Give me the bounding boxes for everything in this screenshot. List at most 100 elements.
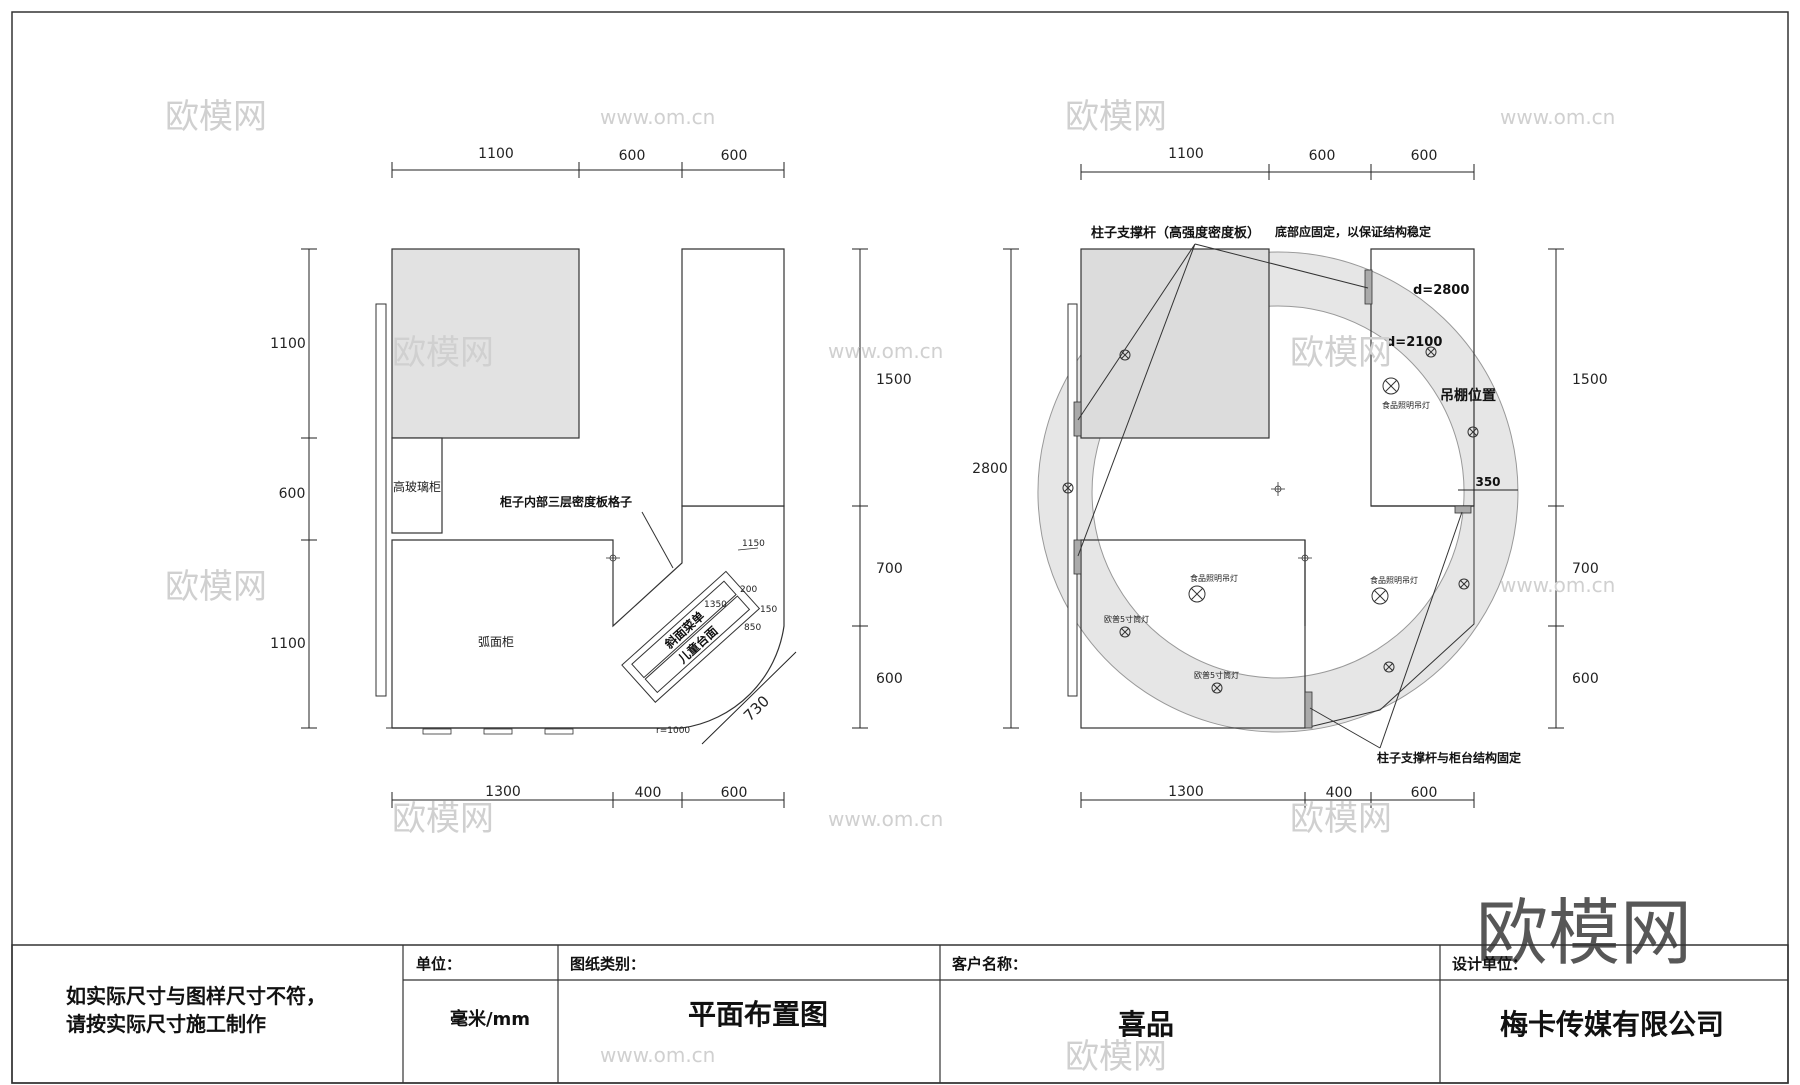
pillar-leader-lines bbox=[1077, 243, 1463, 749]
shelf-note: 柜子内部三层密度板格子 bbox=[499, 494, 632, 509]
left-plan: 1100 600 600 1300 400 600 1100 600 1100 bbox=[270, 146, 912, 808]
spot-light-label-1: 欧普5寸筒灯 bbox=[1104, 614, 1149, 624]
right-top-dimension bbox=[1080, 164, 1475, 180]
food-light-label-1: 食品照明吊灯 bbox=[1382, 400, 1430, 410]
right-left-dimension bbox=[1003, 248, 1019, 729]
left-right-dim-2: 700 bbox=[876, 561, 903, 577]
unit-label: 单位： bbox=[416, 955, 461, 973]
designer-value: 梅卡传媒有限公司 bbox=[1500, 1008, 1724, 1041]
dim-1350: 1350 bbox=[704, 600, 727, 610]
watermark-brand: 欧模网 bbox=[1065, 97, 1167, 137]
left-right-cabinet bbox=[681, 248, 785, 507]
left-right-dim-3: 600 bbox=[876, 671, 903, 687]
right-right-dim-2: 700 bbox=[1572, 561, 1599, 577]
right-bottom-dim-3: 600 bbox=[1411, 785, 1438, 801]
category-value: 平面布置图 bbox=[688, 998, 828, 1031]
right-top-dim-2: 600 bbox=[1309, 148, 1336, 164]
left-top-dim-1: 1100 bbox=[478, 146, 514, 162]
right-bottom-dim-2: 400 bbox=[1326, 785, 1353, 801]
tall-glass-cabinet bbox=[391, 437, 443, 534]
dim-730-line bbox=[701, 651, 797, 745]
pillar-post bbox=[1073, 401, 1082, 437]
right-gray-cabinet bbox=[1080, 248, 1270, 439]
left-side-dim-2: 600 bbox=[279, 486, 306, 502]
base-foot bbox=[483, 728, 513, 735]
dim-850: 850 bbox=[744, 623, 761, 633]
watermark-brand: 欧模网 bbox=[1065, 1037, 1167, 1077]
client-label: 客户名称： bbox=[951, 955, 1027, 973]
dim-200: 200 bbox=[740, 585, 757, 595]
right-left-dim: 2800 bbox=[972, 461, 1008, 477]
left-right-dimension bbox=[852, 248, 868, 729]
ceiling-label: 吊棚位置 bbox=[1440, 387, 1496, 404]
watermarks: 欧模网 www.om.cn 欧模网 www.om.cn 欧模网 www.om.c… bbox=[165, 97, 1692, 1077]
watermark-brand: 欧模网 bbox=[1290, 333, 1392, 373]
left-top-dim-3: 600 bbox=[721, 148, 748, 164]
watermark-url: www.om.cn bbox=[1500, 105, 1615, 129]
watermark-url: www.om.cn bbox=[600, 1043, 715, 1067]
designer-label: 设计单位： bbox=[1452, 955, 1527, 973]
watermark-url: www.om.cn bbox=[828, 339, 943, 363]
outer-diameter-label: d=2800 bbox=[1413, 283, 1469, 298]
left-gray-cabinet bbox=[391, 248, 580, 439]
right-top-dim-3: 600 bbox=[1411, 148, 1438, 164]
title-block: 如实际尺寸与图样尺寸不符， 请按实际尺寸施工制作 单位： 毫米/mm 图纸类别：… bbox=[11, 944, 1789, 1084]
pillar-post bbox=[1454, 505, 1472, 514]
unit-value: 毫米/mm bbox=[450, 1008, 530, 1030]
pillar-post bbox=[1073, 539, 1082, 575]
width-350: 350 bbox=[1475, 475, 1500, 489]
left-bottom-dim-2: 400 bbox=[635, 785, 662, 801]
base-foot bbox=[544, 728, 574, 735]
client-value: 喜品 bbox=[1118, 1008, 1174, 1041]
dim-1150: 1150 bbox=[742, 539, 765, 549]
right-right-dimension bbox=[1548, 248, 1564, 729]
note-line-2: 请按实际尺寸施工制作 bbox=[66, 1012, 266, 1036]
watermark-brand: 欧模网 bbox=[392, 799, 494, 839]
radius-label: r=1000 bbox=[656, 726, 690, 736]
left-bottom-dimension bbox=[391, 792, 785, 808]
left-side-dim-3: 1100 bbox=[270, 636, 306, 652]
tall-glass-cabinet-label: 高玻璃柜 bbox=[393, 479, 441, 494]
right-wall-strip bbox=[1067, 303, 1078, 697]
right-arc-cabinet-outline bbox=[1080, 539, 1306, 729]
arc-cabinet-label: 弧面柜 bbox=[478, 635, 514, 649]
pillar-fix-note: 柱子支撑杆与柜台结构固定 bbox=[1377, 750, 1521, 765]
note-line-1: 如实际尺寸与图样尺寸不符， bbox=[66, 984, 326, 1008]
spot-light-label-2: 欧普5寸筒灯 bbox=[1194, 670, 1239, 680]
light-symbols bbox=[1062, 346, 1479, 694]
food-light-label-3: 食品照明吊灯 bbox=[1370, 575, 1418, 585]
left-center-mark bbox=[606, 551, 620, 565]
right-bottom-dim-1: 1300 bbox=[1168, 784, 1204, 800]
left-side-dim-1: 1100 bbox=[270, 336, 306, 352]
left-top-dim-2: 600 bbox=[619, 148, 646, 164]
right-bottom-dimension bbox=[1080, 792, 1475, 808]
category-label: 图纸类别： bbox=[570, 955, 645, 973]
right-center-mark bbox=[1271, 482, 1312, 565]
left-bottom-dim-1: 1300 bbox=[485, 784, 521, 800]
pillar-post bbox=[1304, 691, 1313, 729]
left-bottom-dim-3: 600 bbox=[721, 785, 748, 801]
watermark-brand: 欧模网 bbox=[165, 567, 267, 607]
dim-150: 150 bbox=[760, 605, 777, 615]
right-plan: 1100 600 600 1300 400 600 2800 15 bbox=[972, 146, 1608, 808]
left-wall-strip bbox=[375, 303, 387, 697]
watermark-url: www.om.cn bbox=[600, 105, 715, 129]
food-light-label-2: 食品照明吊灯 bbox=[1190, 573, 1238, 583]
watermark-brand-large: 欧模网 bbox=[1476, 891, 1692, 975]
right-right-dim-3: 600 bbox=[1572, 671, 1599, 687]
pillar-note: 柱子支撑杆（高强度密度板） bbox=[1091, 225, 1260, 241]
left-side-dimension bbox=[301, 248, 317, 729]
watermark-brand: 欧模网 bbox=[165, 97, 267, 137]
base-note: 底部应固定，以保证结构稳定 bbox=[1275, 224, 1431, 239]
watermark-url: www.om.cn bbox=[828, 807, 943, 831]
watermark-brand: 欧模网 bbox=[392, 333, 494, 373]
right-top-dim-1: 1100 bbox=[1168, 146, 1204, 162]
right-right-dim-1: 1500 bbox=[1572, 372, 1608, 388]
inner-diameter-label: d=2100 bbox=[1386, 335, 1442, 350]
base-foot bbox=[422, 728, 452, 735]
watermark-brand: 欧模网 bbox=[1290, 799, 1392, 839]
watermark-url: www.om.cn bbox=[1500, 573, 1615, 597]
left-right-dim-1: 1500 bbox=[876, 372, 912, 388]
left-top-dimension bbox=[391, 162, 785, 178]
